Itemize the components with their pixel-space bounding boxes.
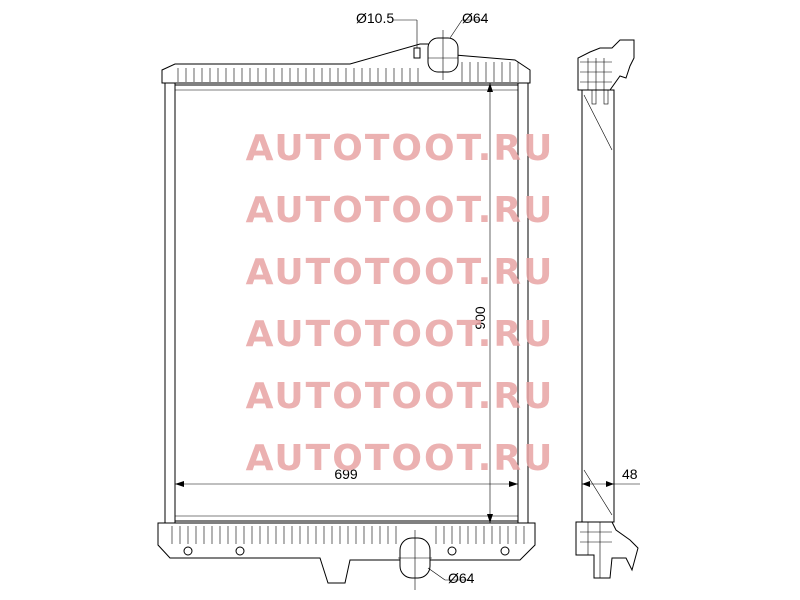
side-bottom-fitting: [575, 521, 639, 579]
vent-diameter-label: Ø10.5: [356, 10, 394, 26]
bottom-tank: [157, 522, 536, 584]
top-pipe-diameter-label: Ø64: [462, 10, 489, 26]
mount-hole: [235, 546, 245, 556]
width-label: 699: [334, 466, 358, 482]
watermark-text: AUTOTOOT.RU: [246, 190, 555, 231]
side-body: [581, 89, 615, 523]
radiator-core: [174, 84, 519, 522]
vent-nipple: [413, 47, 421, 59]
mount-hole: [183, 546, 193, 556]
bottom-tank-ribs: [171, 526, 525, 544]
watermark-group: AUTOTOOT.RU AUTOTOOT.RU AUTOTOOT.RU AUTOTOO…: [246, 128, 555, 479]
top-tank-ribs: [177, 62, 519, 82]
watermark-text: AUTOTOOT.RU: [246, 252, 555, 293]
mount-hole: [447, 546, 457, 556]
watermark-text: AUTOTOOT.RU: [246, 438, 555, 479]
height-label: 900: [472, 306, 488, 330]
watermark-text: AUTOTOOT.RU: [246, 314, 555, 355]
mount-hole: [500, 546, 510, 556]
side-top-fitting: [577, 39, 635, 91]
depth-label: 48: [622, 466, 638, 482]
dimension-lines: [175, 19, 518, 581]
watermark-text: AUTOTOOT.RU: [246, 128, 555, 169]
bottom-pipe-diameter-label: Ø64: [448, 570, 475, 586]
left-side-rail: [164, 82, 176, 524]
watermark-text: AUTOTOOT.RU: [246, 376, 555, 417]
radiator-side-view: [575, 39, 640, 579]
radiator-front-view: [157, 30, 536, 590]
